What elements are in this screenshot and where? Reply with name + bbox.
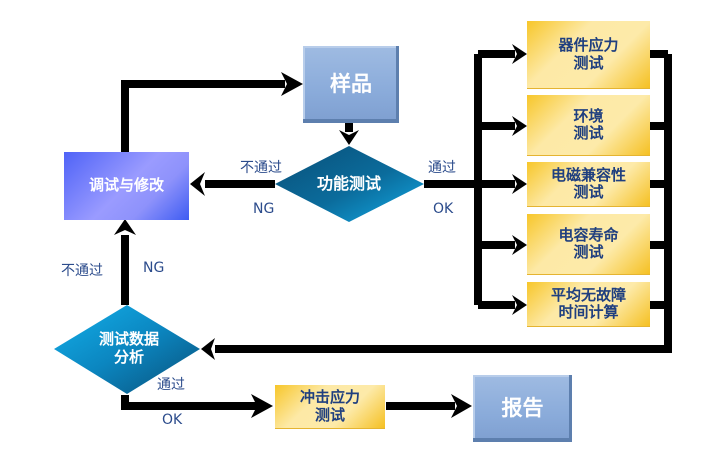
arrowhead-icon	[190, 172, 205, 196]
node-line: 电磁兼容性	[550, 165, 626, 184]
emc-node: 电磁兼容性 测试	[527, 162, 650, 207]
function-test-label: 功能测试	[290, 174, 408, 193]
function-fail-cn-label: 不通过	[240, 160, 282, 176]
node-line: 器件应力	[558, 36, 619, 55]
edge-debug-to-sample	[121, 80, 285, 152]
data-analysis-diamond	[54, 305, 200, 394]
function-test-text: 功能测试	[316, 174, 381, 193]
node-line: 测试	[573, 53, 604, 72]
shock-stress-node: 冲击应力 测试	[275, 385, 385, 429]
arrowhead-icon	[512, 295, 527, 315]
node-line: 测试	[573, 124, 604, 142]
sample-node: 样品	[303, 46, 399, 123]
arrowhead-icon	[512, 116, 527, 136]
arrowhead-icon	[512, 44, 527, 64]
debug-modify-label: 调试与修改	[88, 176, 164, 195]
edge-analysis-ok	[121, 395, 260, 410]
analysis-pass-cn-label: 通过	[157, 377, 185, 393]
sample-label: 样品	[330, 72, 372, 97]
report-node: 报告	[473, 375, 572, 442]
arrowhead-icon	[251, 394, 273, 418]
report-label: 报告	[501, 396, 544, 421]
node-line: 分析	[113, 348, 144, 366]
node-line: 环境	[573, 106, 604, 125]
mtbf-node: 平均无故障 时间计算	[527, 282, 650, 327]
capacitor-life-node: 电容寿命 测试	[527, 214, 650, 275]
node-line: 电容寿命	[558, 225, 619, 244]
arrowhead-icon	[512, 174, 527, 194]
arrowhead-icon	[201, 338, 215, 360]
node-line: 平均无故障	[550, 285, 626, 304]
component-stress-node: 器件应力 测试	[527, 21, 650, 89]
collector-trunk	[215, 54, 672, 353]
analysis-fail-cn-label: 不通过	[61, 263, 103, 279]
node-line: 冲击应力	[299, 388, 360, 407]
node-line: 测试数据	[98, 330, 159, 348]
arrowhead-icon	[451, 394, 472, 418]
function-test-diamond	[275, 146, 424, 222]
node-line: 测试	[573, 243, 604, 261]
arrowhead-icon	[512, 235, 527, 255]
arrowhead-icon	[114, 219, 136, 235]
node-line: 测试	[573, 183, 604, 201]
function-pass-en-label: OK	[433, 201, 454, 217]
function-fail-en-label: NG	[253, 201, 275, 217]
debug-modify-node: 调试与修改	[64, 152, 189, 220]
node-line: 时间计算	[558, 303, 619, 321]
arrowhead-icon	[281, 72, 303, 96]
arrowhead-icon	[339, 130, 359, 145]
data-analysis-label: 测试数据 分析	[74, 330, 184, 366]
node-line: 测试	[314, 405, 345, 424]
function-pass-cn-label: 通过	[428, 160, 456, 176]
analysis-pass-en-label: OK	[162, 412, 183, 428]
analysis-fail-en-label: NG	[143, 260, 165, 276]
environment-node: 环境 测试	[527, 95, 650, 156]
